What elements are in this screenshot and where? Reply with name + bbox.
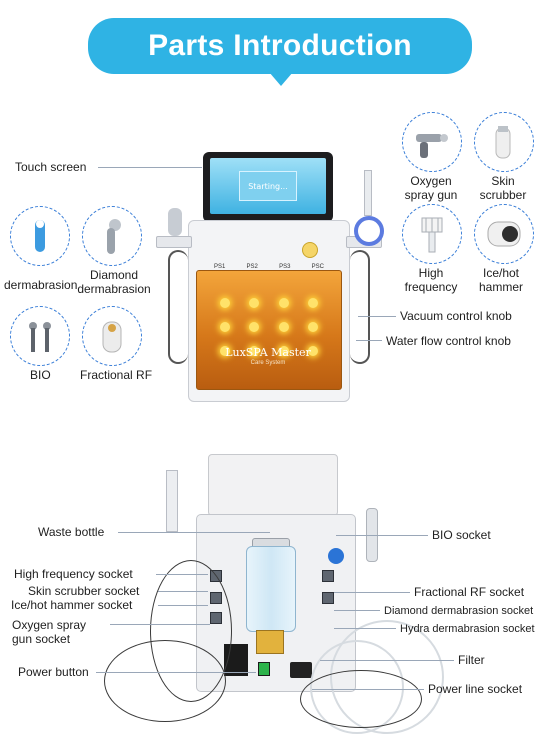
comb-electrode-icon	[421, 217, 443, 253]
left-handpiece-icon	[168, 208, 182, 236]
leader-line	[110, 624, 210, 625]
dermabrasion-accessory	[10, 206, 70, 266]
dermabrasion-wand-icon	[35, 220, 45, 252]
leader-line	[334, 610, 380, 611]
label-diamond-dermabrasion: Diamond dermabrasion	[77, 268, 151, 296]
led-icon	[249, 298, 260, 308]
hammer-icon	[487, 221, 521, 247]
port-label: PS2	[246, 264, 258, 270]
spray-gun-icon	[416, 134, 448, 158]
label-ice-hot-hammer-socket: Ice/hot hammer socket	[11, 598, 133, 612]
leader-line	[334, 628, 396, 629]
left-tray	[156, 236, 192, 248]
title-banner: Parts Introduction	[88, 18, 472, 86]
led-icon	[219, 346, 230, 356]
right-hose	[350, 250, 370, 364]
comb-electrode-icon	[166, 470, 178, 532]
power-button-icon	[258, 662, 270, 676]
rf-handpiece-icon	[102, 321, 122, 353]
label-power-line-socket: Power line socket	[428, 682, 523, 696]
leader-line	[156, 574, 208, 575]
label-bio: BIO	[30, 368, 51, 382]
leader-line	[358, 316, 396, 317]
label-ice-hot-hammer: Ice/hot hammer	[478, 266, 523, 294]
leader-line	[158, 605, 208, 606]
label-oxygen-spray-gun: Oxygen spray gun	[404, 174, 458, 202]
label-oxygen-spray-gun-socket: Oxygen spray gun socket	[12, 618, 87, 646]
led-icon	[278, 298, 289, 308]
comb-electrode-icon	[364, 170, 372, 216]
left-hose	[168, 250, 188, 364]
label-high-frequency: High frequency	[404, 266, 458, 294]
leader-line	[336, 535, 428, 536]
oxygen-spray-gun-accessory	[402, 112, 462, 172]
skin-scrubber-accessory	[474, 112, 534, 172]
led-icon	[219, 322, 230, 332]
label-skin-scrubber: Skin scrubber	[479, 174, 527, 202]
machine-front-image: Starting... PS1 PS2 PS3 PSC LuxSPA Maste…	[148, 150, 388, 402]
screen-dialog: Starting...	[239, 171, 297, 201]
scrubber-icon	[495, 126, 511, 159]
power-knob-icon	[302, 242, 318, 258]
label-filter: Filter	[458, 653, 485, 667]
led-icon	[219, 298, 230, 308]
ice-hot-hammer-accessory	[474, 204, 534, 264]
machine-lid	[208, 454, 338, 516]
diamond-dermabrasion-accessory	[82, 206, 142, 266]
screen-text: Starting...	[248, 181, 288, 191]
led-icon	[278, 346, 289, 356]
brand-name: LuxSPA Master	[225, 346, 311, 359]
label-vacuum-control-knob: Vacuum control knob	[400, 309, 512, 323]
leader-line	[96, 672, 256, 673]
leader-line	[334, 592, 410, 593]
bio-probe-icon	[29, 322, 51, 352]
leader-line	[356, 340, 382, 341]
label-fractional-rf: Fractional RF	[80, 368, 153, 382]
label-diamond-dermabrasion-socket: Diamond dermabrasion socket	[384, 605, 534, 617]
label-power-button: Power button	[18, 665, 89, 679]
bio-accessory	[10, 306, 70, 366]
label-skin-scrubber-socket: Skin scrubber socket	[28, 584, 140, 598]
led-icon	[249, 322, 260, 332]
power-line-socket-icon	[290, 662, 312, 678]
led-icon	[308, 322, 319, 332]
port-labels: PS1 PS2 PS3 PSC	[214, 264, 324, 270]
label-touch-screen: Touch screen	[15, 160, 87, 174]
label-water-flow-control-knob: Water flow control knob	[386, 334, 511, 348]
leader-line	[118, 532, 270, 533]
led-icon	[249, 346, 260, 356]
fractional-rf-accessory	[82, 306, 142, 366]
high-frequency-accessory	[402, 204, 462, 264]
leader-line	[98, 167, 202, 168]
cable	[150, 560, 232, 702]
label-fractional-rf-socket: Fractional RF socket	[414, 585, 525, 599]
socket-icon	[322, 592, 334, 604]
ice-hammer-holder-icon	[354, 216, 384, 246]
page-title: Parts Introduction	[148, 29, 412, 62]
label-high-frequency-socket: High frequency socket	[14, 567, 133, 581]
label-waste-bottle: Waste bottle	[38, 525, 105, 539]
led-icon	[278, 322, 289, 332]
filter-housing	[256, 630, 284, 654]
led-icon	[308, 298, 319, 308]
leader-line	[320, 660, 454, 661]
touch-screen: Starting...	[210, 158, 326, 214]
blue-ring-icon	[328, 548, 344, 564]
label-hydra-dermabrasion-socket: Hydra dermabrasion socket	[400, 623, 535, 635]
port-label: PS1	[214, 264, 226, 270]
led-grid	[210, 298, 328, 356]
waste-bottle	[246, 546, 296, 632]
port-label: PSC	[311, 264, 324, 270]
cable	[300, 670, 422, 728]
socket-icon	[322, 570, 334, 582]
leader-line	[158, 591, 208, 592]
label-dermabrasion: dermabrasion	[4, 278, 78, 292]
led-icon	[308, 346, 319, 356]
diamond-tip-icon	[107, 219, 121, 254]
port-label: PS3	[279, 264, 291, 270]
label-bio-socket: BIO socket	[432, 528, 491, 542]
brand-subtitle: Care System	[250, 360, 286, 366]
leader-line	[312, 689, 424, 690]
